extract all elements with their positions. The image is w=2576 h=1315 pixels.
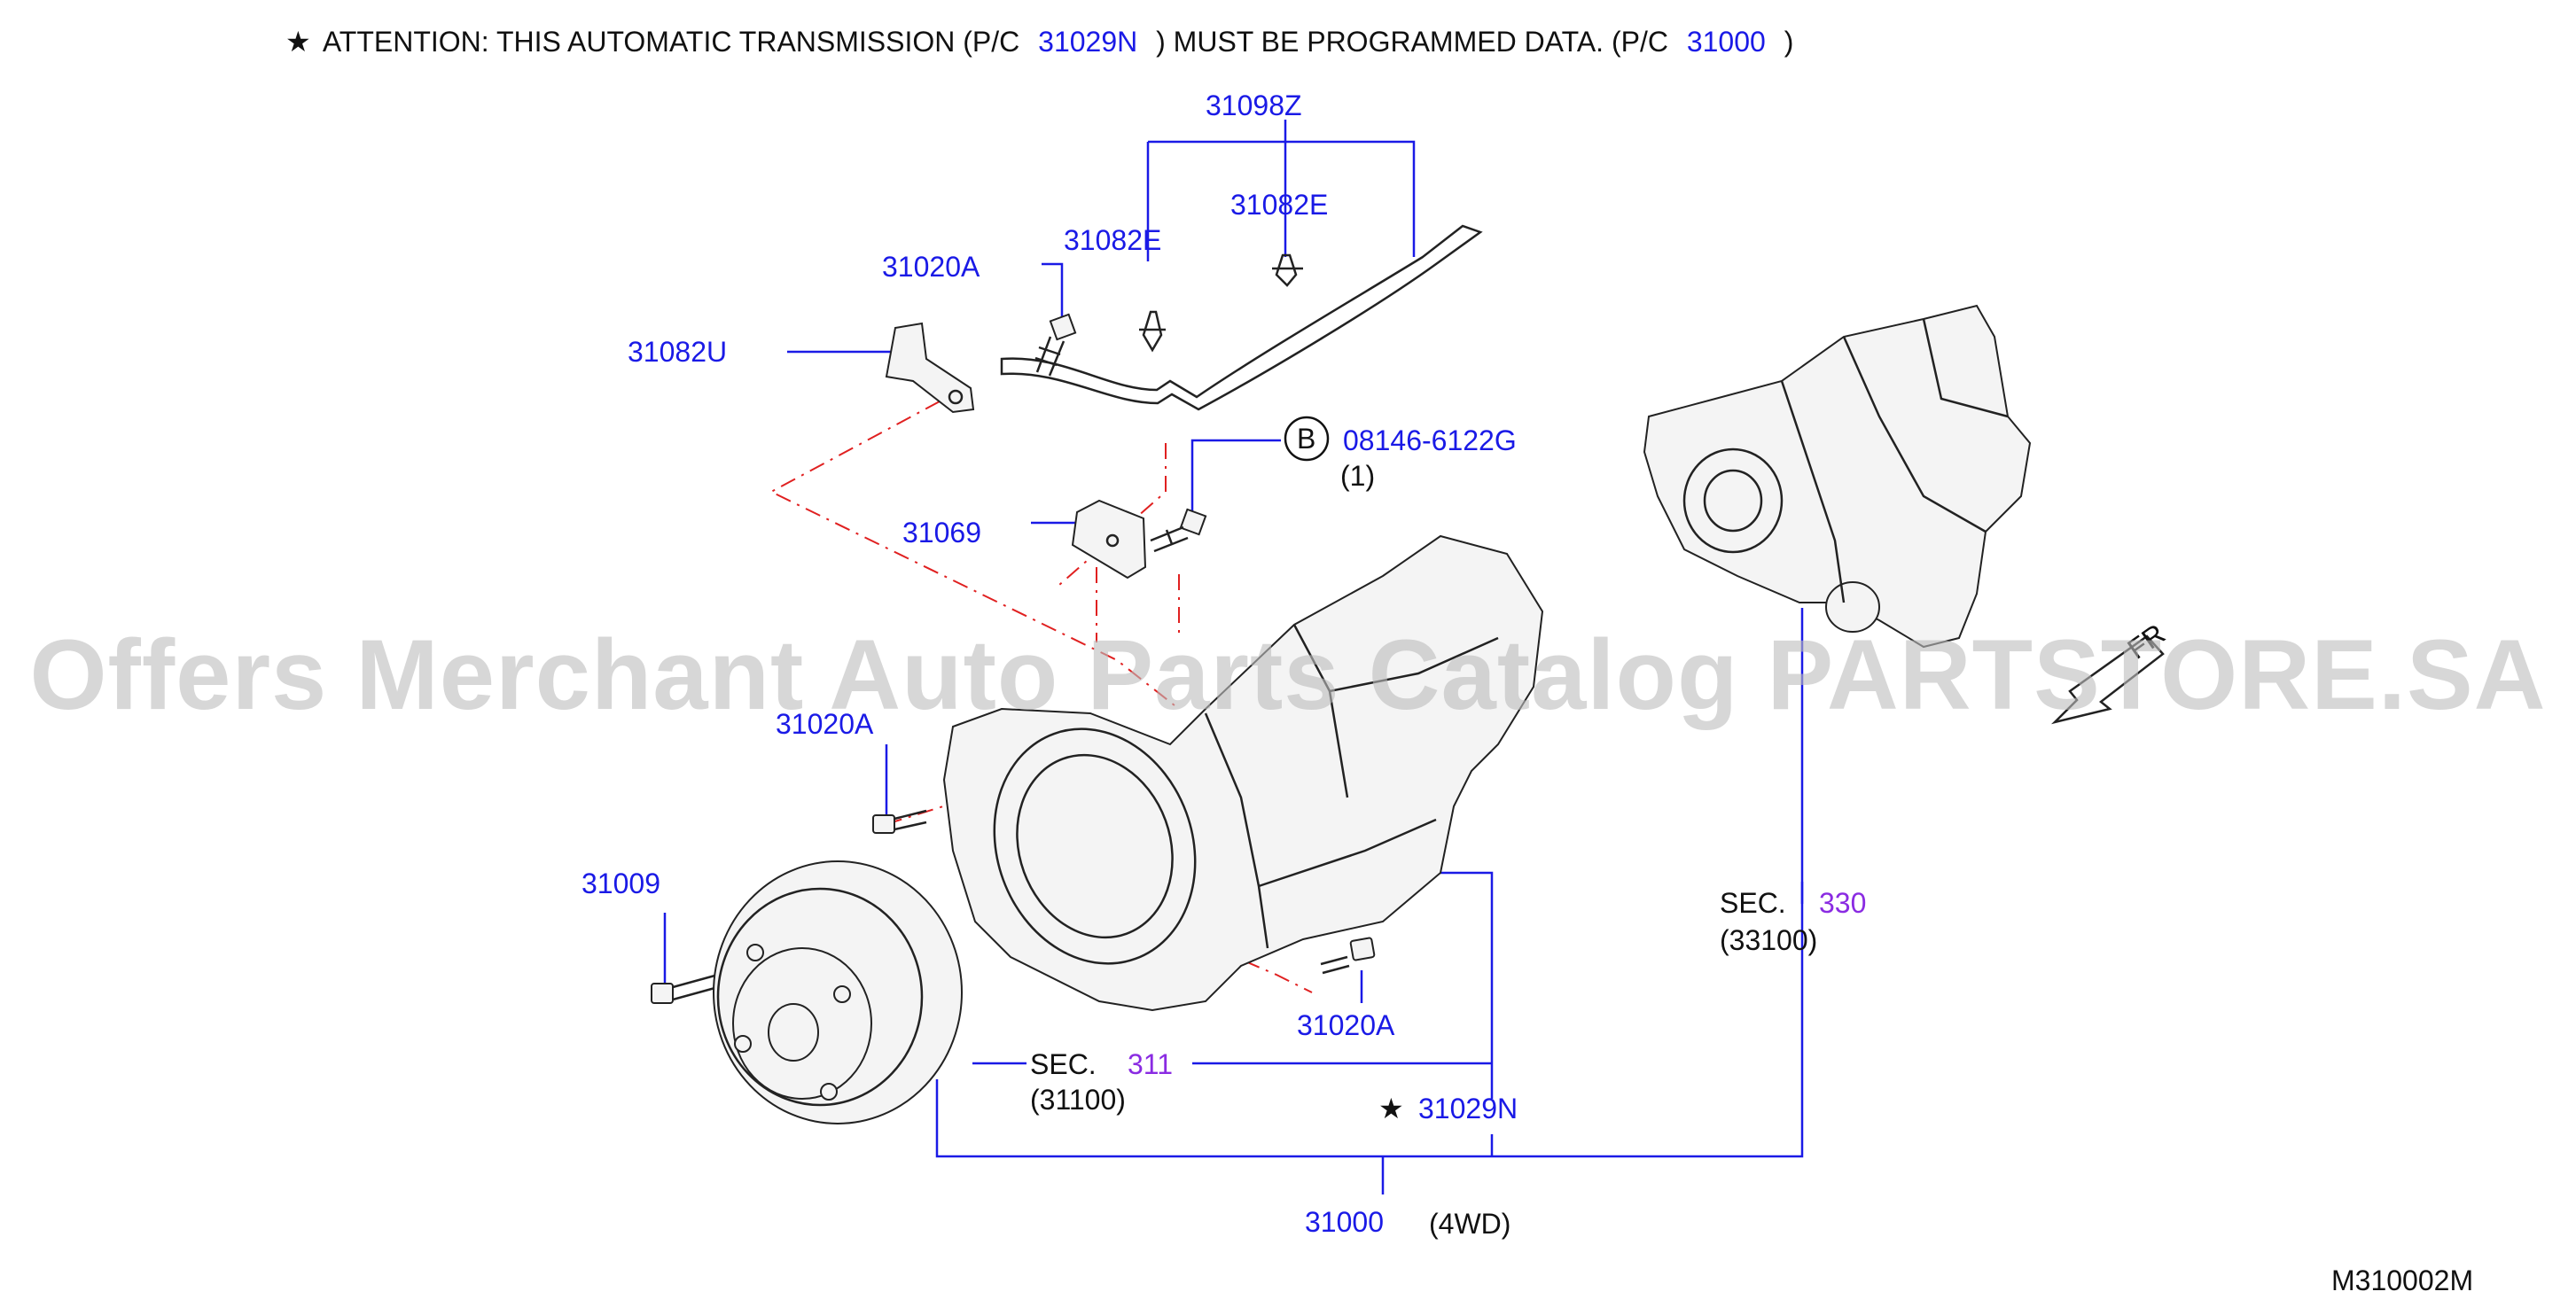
b-callout-circle (1284, 416, 1330, 462)
leader-lines (663, 120, 1804, 1194)
part-labels: 31098Z 31082E 31082E 31020A 31082U B 081… (582, 89, 2473, 1296)
label-sec-311-sub: (31100) (1030, 1084, 1126, 1116)
watermark: Offers Merchant Auto Parts Catalog PARTS… (29, 619, 2546, 730)
transfer-case[interactable] (1643, 304, 2032, 649)
label-sec-330-number[interactable]: 330 (1819, 887, 1866, 919)
label-sec-311-number[interactable]: 311 (1128, 1048, 1173, 1080)
label-sec-330-text: SEC. (1720, 887, 1786, 919)
label-08146-6122G[interactable]: 08146-6122G (1343, 424, 1517, 456)
label-31020A-mid[interactable]: 31020A (776, 708, 874, 740)
attention-middle: ) MUST BE PROGRAMMED DATA. (P/C (1156, 26, 1668, 58)
bolt-31009[interactable] (651, 973, 719, 1004)
label-31069[interactable]: 31069 (902, 517, 981, 549)
label-31000[interactable]: 31000 (1305, 1206, 1384, 1238)
attention-prefix: ATTENTION: THIS AUTOMATIC TRANSMISSION (… (323, 26, 1019, 58)
breather-hose[interactable] (1000, 224, 1483, 411)
label-31082E-left[interactable]: 31082E (1064, 224, 1161, 256)
bolt-31020A-mid[interactable] (872, 809, 927, 834)
bolt-08146-6122G[interactable] (1150, 508, 1207, 553)
bolt-31020A-top[interactable] (1034, 313, 1077, 377)
attention-star: ★ (285, 26, 311, 58)
label-31009[interactable]: 31009 (582, 868, 660, 899)
svg-text:★ ATTENTION: THIS AUTO: ★ ATTENTION: THIS AUTOMATIC TRANSMISSION… (285, 26, 1793, 58)
hose-clip-right[interactable] (1272, 253, 1303, 287)
label-31020A-top[interactable]: 31020A (882, 251, 980, 283)
label-31000-note: (4WD) (1429, 1208, 1510, 1240)
label-sec-330-sub: (33100) (1720, 924, 1817, 956)
torque-converter[interactable] (713, 860, 963, 1124)
label-31029N[interactable]: 31029N (1418, 1093, 1518, 1124)
label-31029N-star: ★ (1378, 1093, 1404, 1124)
attention-note: ★ ATTENTION: THIS AUTOMATIC TRANSMISSION… (285, 26, 1793, 58)
bracket-31082U[interactable] (885, 322, 975, 414)
label-31098Z[interactable]: 31098Z (1206, 89, 1302, 121)
label-31082U[interactable]: 31082U (628, 336, 727, 368)
diagram-code: M310002M (2331, 1264, 2473, 1296)
label-08146-qty: (1) (1340, 460, 1375, 492)
hose-clip-left[interactable] (1139, 310, 1166, 353)
attention-pc-31029N[interactable]: 31029N (1038, 26, 1137, 58)
attention-suffix: ) (1784, 26, 1794, 58)
label-b-callout: B (1297, 423, 1315, 455)
label-31082E-right[interactable]: 31082E (1230, 189, 1328, 221)
automatic-transmission[interactable] (942, 534, 1544, 1012)
attention-pc-31000[interactable]: 31000 (1687, 26, 1766, 58)
bracket-31069[interactable] (1071, 499, 1147, 580)
bolt-31020A-low[interactable] (1320, 937, 1376, 975)
label-sec-311-text: SEC. (1030, 1048, 1097, 1080)
label-31020A-low[interactable]: 31020A (1297, 1009, 1395, 1041)
